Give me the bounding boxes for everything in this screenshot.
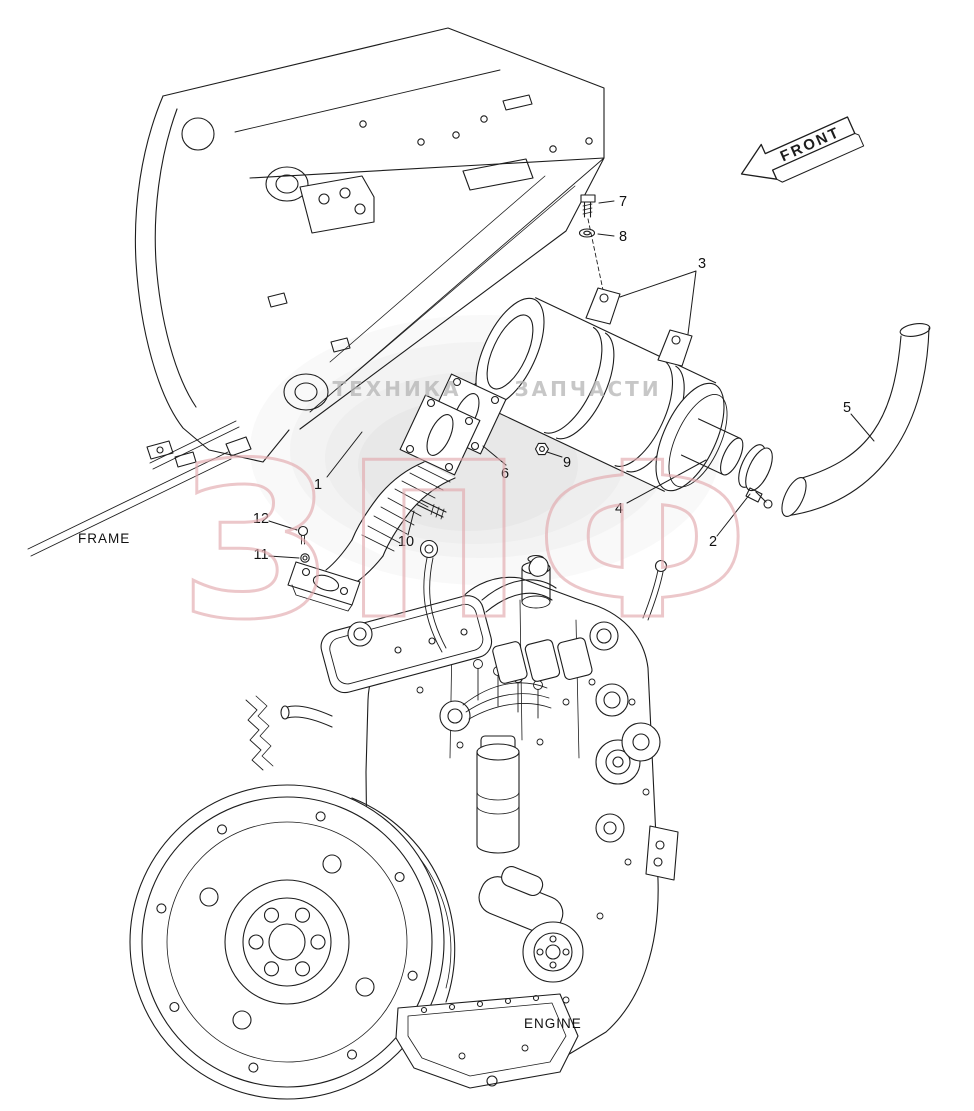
timing-cover [595,683,641,843]
nut-11 [300,553,310,563]
heat-shield-coil [245,695,274,771]
callout-3: 3 [698,256,706,272]
callout-9: 9 [563,455,571,471]
callout-4: 4 [615,501,623,517]
callout-12: 12 [253,511,269,527]
water-pipe [280,705,333,728]
oil-filter [476,735,520,854]
exhaust-manifold [492,637,593,684]
flange-nut-9 [534,442,550,456]
callout-8: 8 [619,229,627,245]
engine-mount-bracket [645,825,679,881]
oil-pan [395,993,579,1089]
engine [129,539,679,1100]
callout-7: 7 [619,194,627,210]
callout-5: 5 [843,400,851,416]
muffler-assembly [465,287,931,517]
flywheel [129,784,445,1100]
engine-bolts [416,678,650,1060]
tail-pipe-elbow-5 [781,323,931,517]
callout-1: 1 [314,477,322,493]
callout-numbers: 7 8 3 5 6 9 4 2 1 12 11 10 [253,194,851,563]
pipe-flange-lower [287,561,361,612]
watermark-word-right: ЗАПЧАСТИ [514,377,661,401]
callout-6: 6 [501,466,509,482]
washer-8 [578,228,596,238]
crank-pulley [522,921,584,983]
breather-hose [481,579,557,613]
assembly-axis-dashed-line [587,218,604,291]
callout-11: 11 [253,547,268,563]
callout-10: 10 [398,534,414,550]
frame-structure [27,27,605,557]
bolt-7 [580,194,596,218]
frame-label: FRAME [78,531,130,546]
bolt-12 [297,525,309,545]
watermark-big-letters: ЗПФ [179,416,761,667]
engine-label: ENGINE [524,1016,582,1031]
injection-pump [439,682,552,732]
callout-leaders [268,200,875,559]
mount-bracket-2 [657,329,693,367]
outlet-clamp-2 [738,444,773,509]
callout-2: 2 [709,534,717,550]
mount-bracket-1 [585,287,621,325]
valve-cover [320,595,493,694]
dipstick [419,539,447,653]
watermark-word-left: ТЕХНИКА [332,377,461,401]
pipe-flange-upper [399,394,481,476]
lifting-eye [528,556,549,577]
starter-motor [478,866,564,935]
muffler-end-cap [655,382,744,492]
alternator [621,722,661,762]
watermark: ТЕХНИКА ЗАПЧАСТИ ЗПФ [178,377,761,669]
turbo-housing [589,621,619,651]
engine-rod [642,559,668,621]
flex-pipe-1 [325,461,456,590]
front-arrow-icon: FRONT [740,116,865,183]
clamp-band-1 [543,326,615,440]
